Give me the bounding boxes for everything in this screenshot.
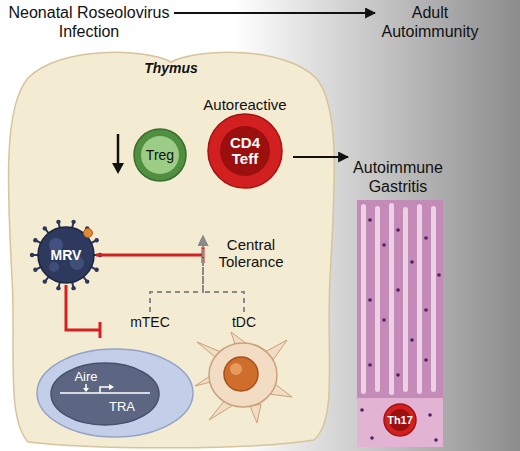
cell-dot: [396, 373, 400, 377]
node-body-label: CD4 Teff: [223, 129, 267, 173]
cell-dot: [424, 358, 428, 362]
cell-dot: [424, 308, 428, 312]
node-label: Thymus: [121, 58, 221, 78]
gland-lumen: [389, 203, 394, 395]
virus-spike-tip: [43, 226, 47, 230]
node-label: Neonatal Roseolovirus Infection: [4, 2, 174, 42]
connector: [293, 156, 348, 158]
thymus-organ: ThymusTregAutoreactiveCD4 TeffMRVCentral…: [4, 48, 338, 448]
virus-spike-tip: [94, 268, 98, 272]
virus-spike-tip: [71, 220, 75, 224]
teff-membrane: [208, 114, 282, 188]
connector: [96, 254, 203, 257]
virus-spike-tip: [56, 220, 60, 224]
connector: [174, 12, 375, 14]
tissue-base: [357, 200, 443, 447]
virus-spike-tip: [94, 238, 98, 242]
connector: [150, 236, 203, 312]
epithelial-cell-body: [37, 349, 193, 437]
connector: [66, 285, 100, 330]
cell-dot: [382, 243, 386, 247]
dendrite: [250, 404, 261, 423]
cell-dot: [396, 288, 400, 292]
cell-dot: [434, 438, 438, 442]
virus-spike-tip: [71, 286, 75, 290]
node-label: Autoimmune Gastritis: [348, 157, 448, 197]
decrease-arrowhead: [112, 163, 124, 174]
th17-membrane: [384, 404, 416, 436]
node-label: Aire: [64, 366, 108, 386]
transcription-arrowhead: [109, 384, 114, 390]
gland-lumen: [375, 206, 380, 392]
th17-cell: Th17: [383, 403, 417, 437]
dendrite: [231, 332, 247, 344]
node-label: Th17: [383, 403, 417, 437]
virus-spike-tip: [43, 279, 47, 283]
node-label: MRV: [36, 225, 96, 285]
gland-lumen: [417, 204, 422, 394]
virus-spike-tip: [33, 268, 37, 272]
virus-spike-tip: [85, 279, 89, 283]
node-label: mTEC: [100, 312, 200, 332]
dendritic-cell: tDC: [195, 312, 293, 424]
binding-arrowhead: [83, 388, 89, 392]
outcome-label: Adult Autoimmunity: [375, 2, 485, 42]
cell-nucleus-outline: [50, 362, 160, 426]
virus-texture: [49, 262, 59, 272]
cell-dot: [410, 260, 414, 264]
virus-spike-tip: [30, 253, 34, 257]
dendritic-nucleus: [224, 357, 258, 391]
virus-spike-tip: [56, 286, 60, 290]
node-label: Adult Autoimmunity: [375, 2, 485, 42]
connector: [203, 236, 244, 312]
cell-dot: [428, 413, 432, 417]
transcription-arrow: [100, 387, 110, 393]
thymus-outline: [8, 52, 334, 447]
process-label: Central Tolerance: [203, 236, 293, 270]
virus-particle: MRV: [36, 225, 96, 285]
nucleus-highlight: [230, 363, 242, 375]
node-body-label: TRA: [102, 396, 142, 416]
decrease-arrow: [117, 134, 120, 165]
cell-dot: [437, 273, 441, 277]
mtec-cell: mTECAireTRA: [100, 312, 200, 442]
node-label: Autoreactive: [197, 94, 293, 114]
cell-dot: [360, 408, 364, 412]
histology-panel: Autoimmune GastritisTh17: [348, 149, 448, 447]
cell-dot: [368, 298, 372, 302]
gland-lumen: [403, 207, 408, 392]
dendritic-cell-body: [209, 343, 277, 407]
cell-dot: [424, 236, 428, 240]
teff-membrane-core: [220, 126, 270, 176]
virus-spike-tip: [33, 238, 37, 242]
nucleus-body: [51, 363, 159, 425]
treg-cell: Treg: [133, 128, 187, 182]
cell-dot: [410, 338, 414, 342]
histology-image: [357, 200, 443, 447]
node-label: Central Tolerance: [209, 236, 293, 270]
cell-dot: [370, 436, 374, 440]
node-label: tDC: [195, 312, 293, 332]
treg-membrane: [134, 129, 186, 181]
virus-spike-tip: [98, 253, 102, 257]
gland-lumen: [431, 206, 436, 392]
cause-label: Neonatal Roseolovirus Infection: [4, 2, 174, 42]
gland-lumen: [361, 204, 366, 394]
tissue-stroma: [357, 398, 443, 447]
virus-knob: [84, 229, 93, 238]
cell-dot: [368, 363, 372, 367]
dna-strand: [60, 392, 150, 394]
cell-dot: [368, 218, 372, 222]
teff-cell: AutoreactiveCD4 Teff: [197, 94, 293, 190]
cell-dot: [396, 228, 400, 232]
cell-dot: [382, 318, 386, 322]
cell-nucleus: AireTRA: [50, 362, 160, 426]
node-label: Treg: [133, 128, 187, 182]
